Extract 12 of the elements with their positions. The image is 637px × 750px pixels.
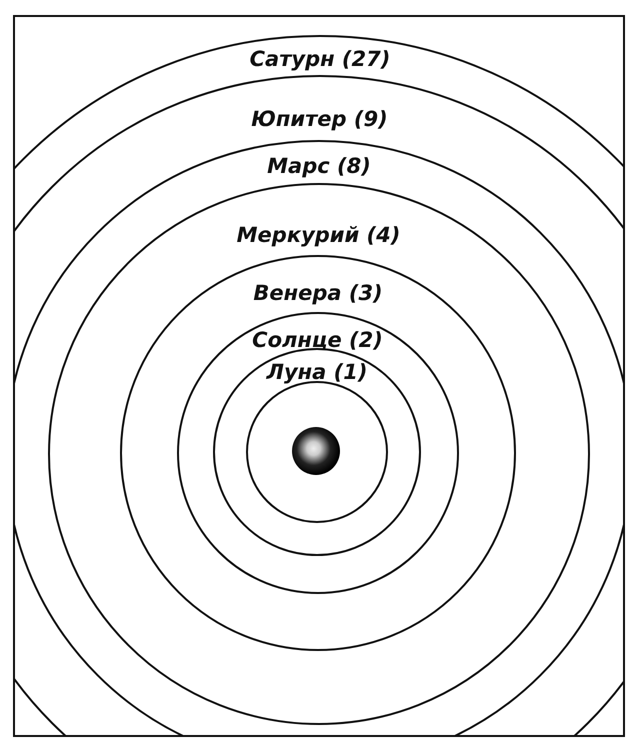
orbit-circle bbox=[120, 255, 516, 651]
planet-label: Юпитер (9) bbox=[251, 106, 388, 130]
planet-label: Марс (8) bbox=[267, 154, 371, 178]
earth-dot bbox=[292, 427, 340, 475]
planet-label: Меркурий (4) bbox=[236, 222, 400, 246]
orbit-circle bbox=[176, 312, 458, 594]
planet-label: Венера (3) bbox=[253, 281, 383, 305]
planet-label: Луна (1) bbox=[266, 360, 368, 384]
planet-label: Солнце (2) bbox=[252, 328, 383, 352]
orbit-circle bbox=[48, 182, 590, 724]
planet-label: Сатурн (27) bbox=[250, 47, 390, 71]
orbit-circle bbox=[213, 348, 421, 556]
